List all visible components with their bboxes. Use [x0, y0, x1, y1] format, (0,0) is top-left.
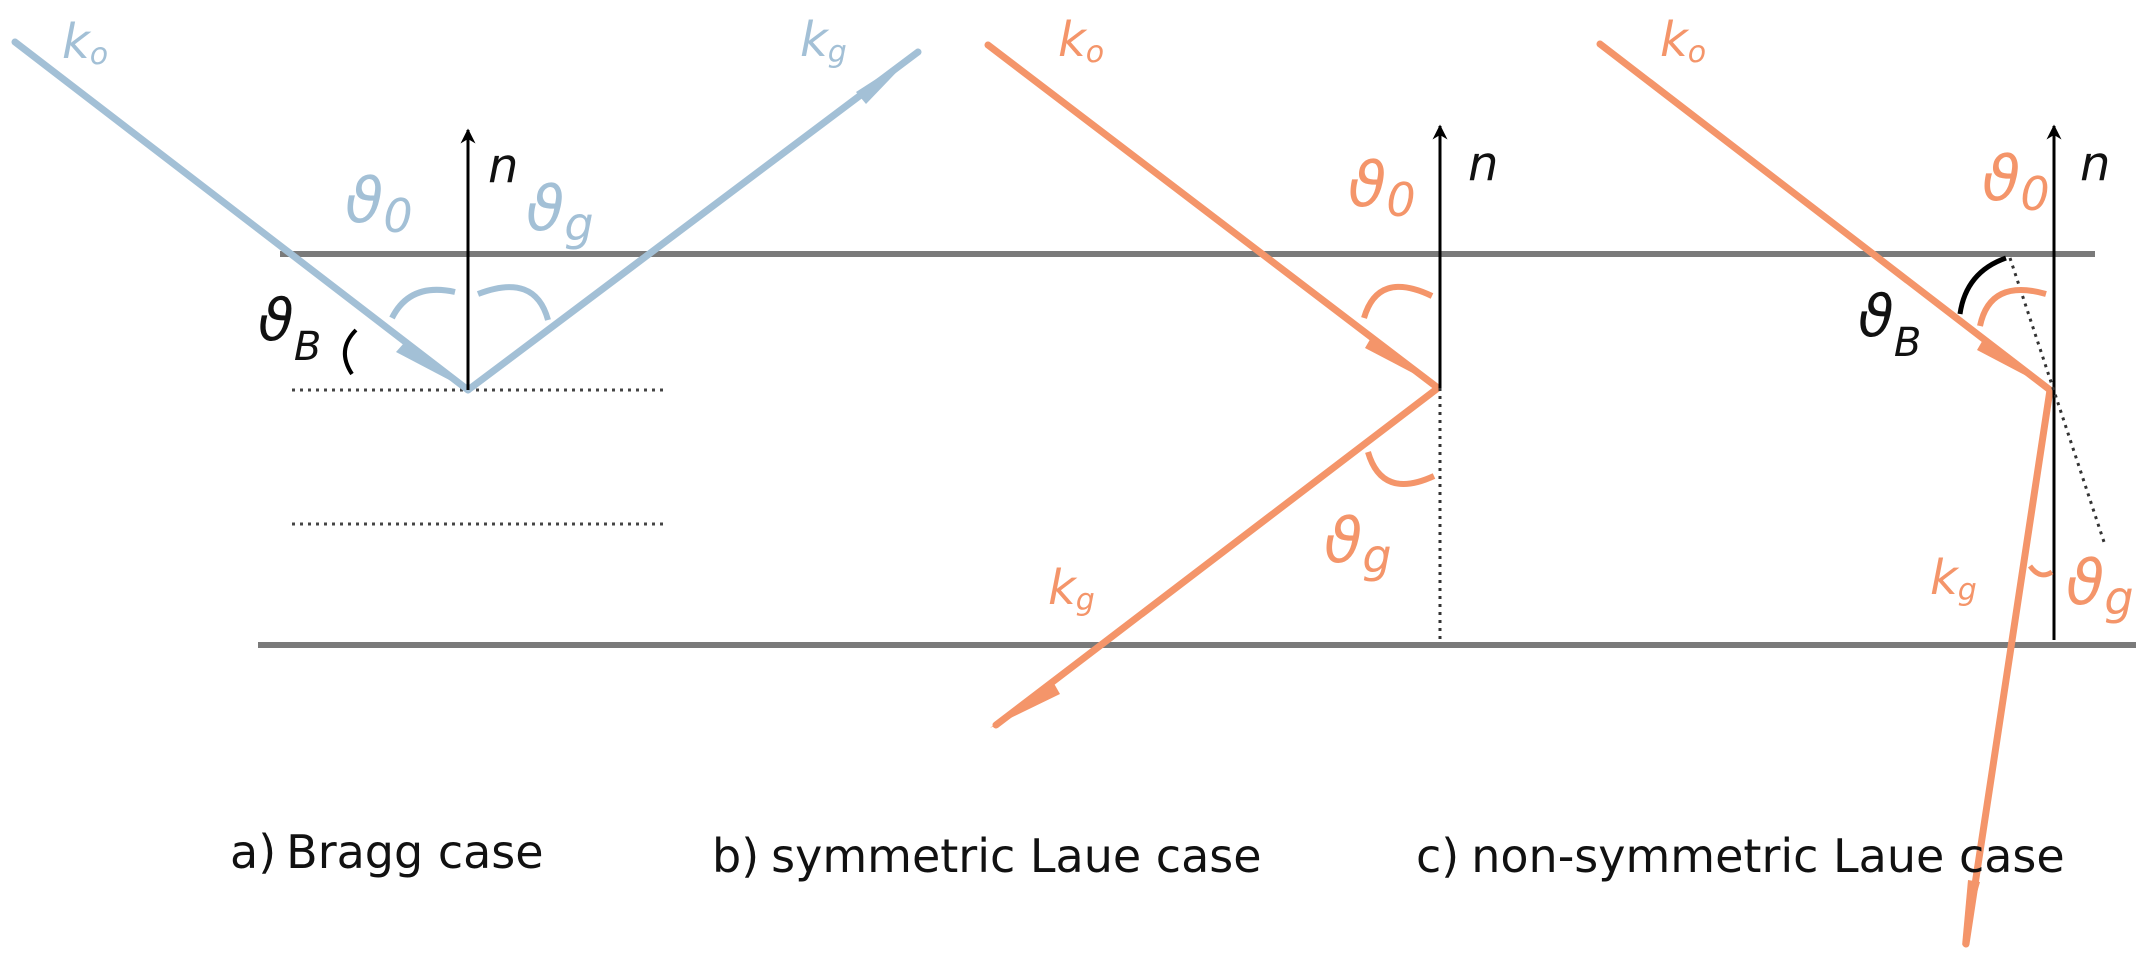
- panel-symmetric-laue: ko kg ϑ0 ϑg n b)symmetric Laue case: [712, 12, 1498, 883]
- thetag-label: ϑg: [526, 172, 594, 251]
- normal-label: n: [1468, 136, 1498, 192]
- k0-arrowhead: [396, 343, 455, 383]
- thetag-label: ϑg: [1324, 504, 1392, 583]
- kg-arrowhead: [856, 56, 912, 104]
- theta0-arc: [389, 286, 456, 320]
- kg-label: kg: [800, 12, 847, 70]
- theta0-arc: [1361, 284, 1434, 319]
- panel-bragg: ko kg ϑ0 ϑg ϑB n a)Bragg case: [11, 12, 922, 879]
- lattice-plane-tilted: [2008, 257, 2106, 543]
- theta0-label: ϑ0: [1348, 148, 1416, 227]
- caption-symmetric-laue: b)symmetric Laue case: [712, 829, 1262, 883]
- caption-bragg: a)Bragg case: [230, 825, 544, 879]
- diffracted-beam-kg: [464, 48, 922, 394]
- caption-nonsymmetric-laue: c)non-symmetric Laue case: [1416, 829, 2065, 883]
- k0-label: ko: [1058, 12, 1104, 70]
- k0-label: ko: [62, 14, 108, 72]
- thetaB-label: ϑB: [258, 286, 321, 370]
- thetaB-arc: [343, 328, 358, 376]
- theta0-arc: [1977, 287, 2047, 327]
- thetaB-label: ϑB: [1858, 282, 1921, 366]
- k0-arrowhead: [1977, 338, 2038, 382]
- normal-label: n: [488, 138, 518, 194]
- incident-beam-k0: [984, 41, 1442, 392]
- k0-label: ko: [1660, 12, 1706, 70]
- thetag-arc: [2027, 564, 2054, 578]
- kg-label: kg: [1048, 560, 1095, 618]
- incident-beam-k0: [11, 38, 472, 394]
- kg-label: kg: [1930, 550, 1977, 608]
- kg-arrowhead: [1962, 880, 1980, 946]
- thetag-arc: [476, 284, 551, 321]
- thetag-arc: [1365, 451, 1436, 487]
- normal-label: n: [2080, 136, 2110, 192]
- k0-arrowhead: [1365, 336, 1426, 380]
- kg-arrowhead: [990, 680, 1060, 728]
- diffracted-beam-kg: [1962, 386, 2054, 948]
- thetaB-arc: [1957, 255, 2007, 315]
- incident-beam-k0: [1596, 40, 2054, 394]
- panel-nonsymmetric-laue: ko kg ϑ0 ϑB ϑg n c)non-symmetric Laue ca…: [1416, 12, 2134, 948]
- theta0-label: ϑ0: [1982, 142, 2050, 221]
- theta0-label: ϑ0: [345, 164, 413, 243]
- thetag-label: ϑg: [2066, 546, 2134, 625]
- diffracted-beam-kg: [992, 384, 1442, 729]
